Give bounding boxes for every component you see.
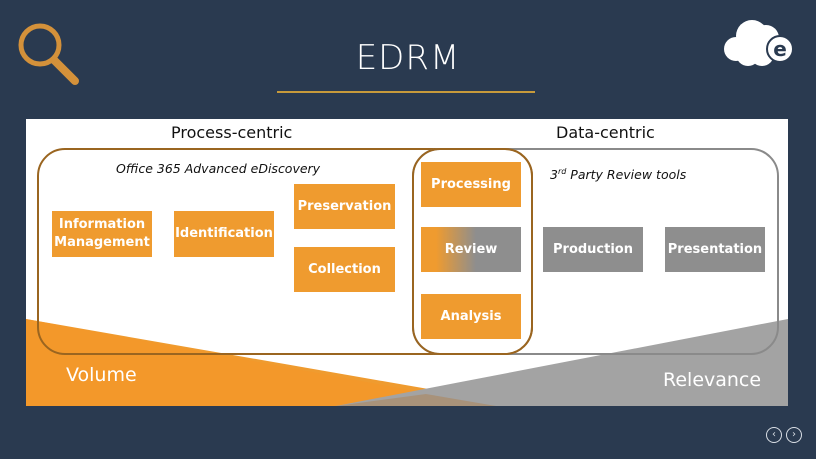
title-underline	[277, 91, 535, 93]
slide-title: EDRM	[355, 38, 461, 78]
process-centric-heading: Process-centric	[171, 123, 293, 142]
overlap-wedge	[336, 394, 496, 406]
stage-review[interactable]: Review	[421, 227, 521, 272]
relevance-label: Relevance	[663, 369, 762, 391]
stage-presentation[interactable]: Presentation	[665, 227, 765, 272]
stage-identification[interactable]: Identification	[174, 211, 274, 257]
stage-processing[interactable]: Processing	[421, 162, 521, 207]
stage-preservation[interactable]: Preservation	[294, 184, 395, 229]
volume-relevance-wedges	[26, 319, 788, 406]
data-centric-heading: Data-centric	[556, 123, 655, 142]
volume-label: Volume	[66, 364, 137, 386]
previous-slide-button[interactable]: ‹	[766, 427, 782, 443]
svg-text:e: e	[773, 37, 787, 61]
magnifier-icon	[18, 23, 79, 85]
office365-label: Office 365 Advanced eDiscovery	[116, 161, 321, 176]
edrm-diagram-panel: Process-centric Data-centric Office 365 …	[26, 119, 788, 406]
stage-analysis[interactable]: Analysis	[421, 294, 521, 339]
relevance-wedge	[336, 319, 788, 406]
stage-collection[interactable]: Collection	[294, 247, 395, 292]
third-party-label: 3rd Party Review tools	[550, 167, 687, 183]
stage-production[interactable]: Production	[543, 227, 643, 272]
overlap-frame	[412, 148, 533, 355]
next-slide-button[interactable]: ›	[786, 427, 802, 443]
volume-wedge-main	[26, 319, 496, 406]
cloud-e-logo-icon: e	[724, 20, 794, 66]
